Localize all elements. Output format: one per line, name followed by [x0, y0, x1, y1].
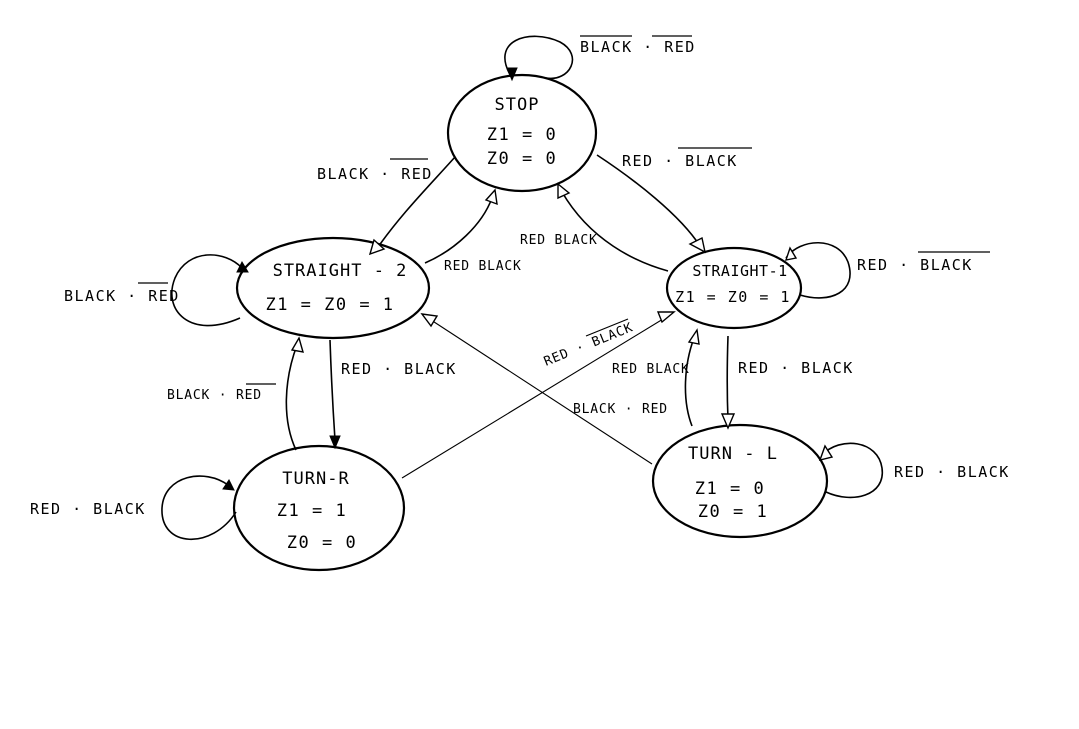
- transition-turn-l-to-straight-2: BLACK · RED: [420, 313, 668, 465]
- transition-straight-1-to-stop: RED BLACK: [520, 182, 669, 272]
- state-straight-2-output: Z1 = Z0 = 1: [265, 295, 394, 315]
- transition-straight-2-self-path: [171, 254, 243, 327]
- transition-turn-l-self-arrowhead: [818, 444, 834, 461]
- transition-turn-l-to-straight-1-label: RED BLACK: [612, 362, 690, 377]
- state-straight-1-outline: [665, 246, 803, 330]
- state-turn-l-name: TURN - L: [688, 444, 778, 464]
- transition-straight-1-self: RED · BLACK: [784, 241, 990, 299]
- state-turn-l-outline: [651, 423, 829, 539]
- transition-straight-2-to-turn-r-arrowhead: [329, 435, 341, 450]
- transition-turn-l-to-straight-2-label: BLACK · RED: [573, 402, 668, 417]
- state-turn-r: TURN-R Z1 = 1 Z0 = 0: [232, 444, 406, 572]
- state-stop-outline: [446, 73, 598, 193]
- transition-straight-2-to-turn-r-path: [329, 339, 336, 441]
- transition-straight-1-to-stop-arrowhead: [557, 182, 571, 200]
- transition-straight-1-self-arrowhead: [784, 246, 798, 261]
- state-stop: STOP Z1 = 0 Z0 = 0: [446, 73, 598, 193]
- state-straight-1-name: STRAIGHT-1: [692, 262, 787, 280]
- transition-turn-r-self-label: RED · BLACK: [30, 500, 146, 518]
- transition-stop-self: BLACK · RED: [504, 35, 696, 82]
- transition-straight-1-to-turn-l-arrowhead: [720, 413, 736, 430]
- transition-turn-l-self-label: RED · BLACK: [894, 463, 1010, 481]
- transition-stop-to-straight-1: RED · BLACK: [596, 147, 752, 254]
- transition-straight-1-to-stop-label: RED BLACK: [520, 233, 598, 248]
- transition-turn-l-to-straight-2-path: [427, 317, 653, 465]
- transition-stop-to-straight-1-arrowhead: [688, 236, 707, 254]
- state-turn-r-output-z1: Z1 = 1: [277, 501, 347, 521]
- transition-stop-self-arrowhead: [506, 67, 518, 82]
- transition-stop-to-straight-2-arrowhead: [368, 238, 386, 256]
- transition-straight-2-to-stop: RED BLACK: [424, 188, 522, 274]
- transition-turn-l-to-straight-1-arrowhead: [687, 328, 700, 345]
- transition-straight-1-to-turn-l-label: RED · BLACK: [738, 359, 854, 377]
- transition-straight-2-to-turn-r-label: RED · BLACK: [341, 360, 457, 378]
- state-straight-1: STRAIGHT-1 Z1 = Z0 = 1: [665, 246, 803, 330]
- transition-stop-to-straight-2-path: [375, 156, 456, 251]
- transition-straight-2-to-stop-label: RED BLACK: [444, 259, 522, 274]
- transition-turn-l-self-path: [821, 442, 883, 499]
- state-stop-output-z1: Z1 = 0: [487, 125, 557, 145]
- transition-turn-r-to-straight-2-label: BLACK · RED: [167, 388, 262, 403]
- transition-stop-to-straight-2-label: BLACK · RED: [317, 165, 433, 183]
- transition-turn-r-to-straight-1-arrowhead: [656, 311, 676, 324]
- state-turn-r-name: TURN-R: [282, 469, 349, 489]
- state-straight-1-output: Z1 = Z0 = 1: [675, 288, 791, 306]
- transition-straight-1-to-turn-l: RED · BLACK: [720, 335, 854, 430]
- transition-stop-to-straight-1-label: RED · BLACK: [622, 152, 738, 170]
- transition-straight-1-to-turn-l-path: [726, 335, 729, 421]
- transition-turn-r-self-arrowhead: [222, 479, 235, 491]
- transition-turn-l-to-straight-2-arrowhead: [420, 313, 439, 328]
- transition-straight-2-to-turn-r: RED · BLACK: [329, 339, 457, 450]
- transition-turn-r-to-straight-1-overbar: [585, 318, 629, 337]
- transition-turn-r-to-straight-1-path: [401, 315, 669, 479]
- transition-stop-to-straight-2: BLACK · RED: [317, 156, 456, 256]
- state-straight-2: STRAIGHT - 2 Z1 = Z0 = 1: [235, 236, 431, 340]
- transition-straight-2-to-stop-arrowhead: [484, 188, 498, 206]
- transition-turn-r-to-straight-2: BLACK · RED: [167, 336, 304, 451]
- state-stop-output-z0: Z0 = 0: [487, 149, 557, 169]
- state-turn-r-output-z0: Z0 = 0: [287, 533, 357, 553]
- transition-straight-2-self-label: BLACK · RED: [64, 287, 180, 305]
- transition-straight-2-to-stop-path: [424, 197, 493, 264]
- transition-straight-1-self-label: RED · BLACK: [857, 256, 973, 274]
- transition-straight-1-self-path: [785, 241, 851, 299]
- transition-turn-r-to-straight-2-path: [285, 344, 298, 451]
- transition-turn-r-to-straight-2-arrowhead: [290, 336, 304, 353]
- transition-straight-2-self: BLACK · RED: [64, 254, 249, 327]
- state-turn-l-output-z1: Z1 = 0: [695, 479, 765, 499]
- state-straight-2-outline: [235, 236, 431, 340]
- state-turn-r-outline: [232, 444, 406, 572]
- transition-turn-r-to-straight-1: RED · BLACK: [401, 311, 676, 479]
- transition-straight-1-to-stop-path: [561, 191, 669, 272]
- transition-turn-r-self-path: [161, 475, 237, 541]
- transition-stop-self-label: BLACK · RED: [580, 38, 696, 56]
- transition-turn-l-self: RED · BLACK: [818, 442, 1010, 499]
- transition-turn-l-to-straight-1-path: [684, 337, 695, 427]
- state-stop-name: STOP: [495, 95, 540, 115]
- transition-turn-l-to-straight-1: RED BLACK: [612, 328, 700, 427]
- transition-straight-2-self-arrowhead: [236, 260, 249, 273]
- state-turn-l: TURN - L Z1 = 0 Z0 = 1: [651, 423, 829, 539]
- state-straight-2-name: STRAIGHT - 2: [273, 261, 408, 281]
- transition-stop-to-straight-1-path: [596, 154, 701, 247]
- transition-stop-self-path: [504, 35, 574, 80]
- state-turn-l-output-z0: Z0 = 1: [698, 502, 768, 522]
- transition-turn-r-self: RED · BLACK: [30, 475, 237, 541]
